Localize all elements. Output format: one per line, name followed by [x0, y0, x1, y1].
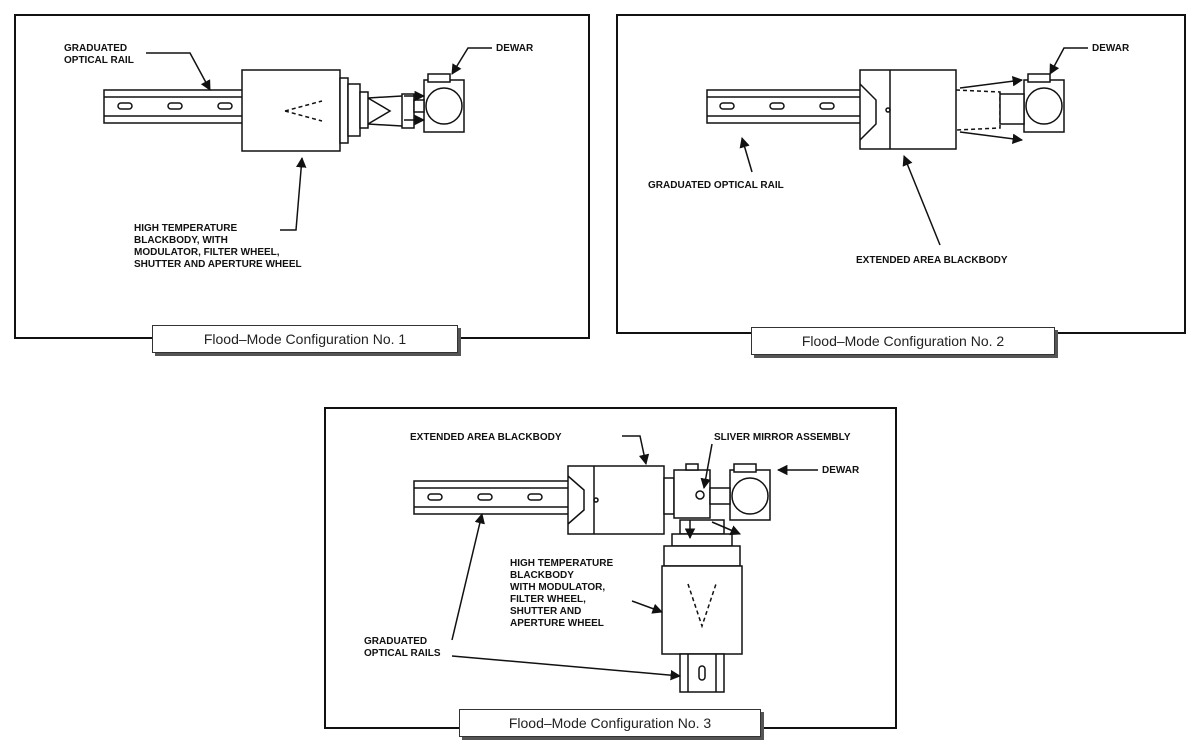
label-dewar: DEWAR	[496, 43, 534, 54]
label-mirror: SLIVER MIRROR ASSEMBLY	[714, 432, 851, 443]
panel-2-drawing	[706, 47, 1088, 246]
caption-config-1: Flood–Mode Configuration No. 1	[152, 325, 458, 353]
label-rail: GRADUATED OPTICAL RAIL	[648, 180, 784, 191]
high-temp-blackbody	[661, 519, 743, 655]
label-dewar: DEWAR	[822, 465, 860, 476]
label-rails-1: GRADUATED	[364, 636, 427, 647]
caption-config-2: Flood–Mode Configuration No. 2	[751, 327, 1055, 355]
label-ht-2: BLACKBODY	[510, 570, 574, 581]
label-bb: EXTENDED AREA BLACKBODY	[856, 255, 1008, 266]
high-temp-blackbody	[241, 69, 415, 152]
label-rails-2: OPTICAL RAILS	[364, 648, 441, 659]
panel-1-labels: GRADUATED OPTICAL RAIL DEWAR HIGH TEMPER…	[64, 43, 534, 270]
optical-rail	[706, 89, 863, 124]
optical-rail-vertical	[679, 653, 725, 693]
panel-2-labels: DEWAR GRADUATED OPTICAL RAIL EXTENDED AR…	[648, 43, 1130, 266]
panel-3-labels: EXTENDED AREA BLACKBODY SLIVER MIRROR AS…	[364, 432, 860, 659]
label-bb-3: MODULATOR, FILTER WHEEL,	[134, 247, 280, 258]
dewar	[709, 463, 771, 521]
optical-rail-horizontal	[413, 480, 570, 515]
panel-config-1	[14, 14, 590, 339]
label-ht-1: HIGH TEMPERATURE	[510, 558, 613, 569]
sliver-mirror-assembly	[673, 463, 711, 519]
caption-config-3: Flood–Mode Configuration No. 3	[459, 709, 761, 737]
label-bb-4: SHUTTER AND APERTURE WHEEL	[134, 259, 302, 270]
label-ht-3: WITH MODULATOR,	[510, 582, 605, 593]
label-dewar: DEWAR	[1092, 43, 1130, 54]
label-ht-6: APERTURE WHEEL	[510, 618, 604, 629]
dewar	[999, 73, 1065, 133]
label-rail-1: GRADUATED	[64, 43, 127, 54]
label-ext-bb: EXTENDED AREA BLACKBODY	[410, 432, 562, 443]
label-rail-2: OPTICAL RAIL	[64, 55, 134, 66]
panel-3-drawing	[413, 435, 818, 693]
label-ht-5: SHUTTER AND	[510, 606, 581, 617]
label-bb-2: BLACKBODY, WITH	[134, 235, 228, 246]
panel-1-drawing	[103, 47, 492, 231]
optical-rail	[103, 89, 245, 124]
extended-area-blackbody	[567, 465, 675, 535]
dewar	[413, 73, 465, 133]
extended-area-blackbody	[859, 69, 1001, 150]
label-ht-4: FILTER WHEEL,	[510, 594, 586, 605]
label-bb-1: HIGH TEMPERATURE	[134, 223, 237, 234]
